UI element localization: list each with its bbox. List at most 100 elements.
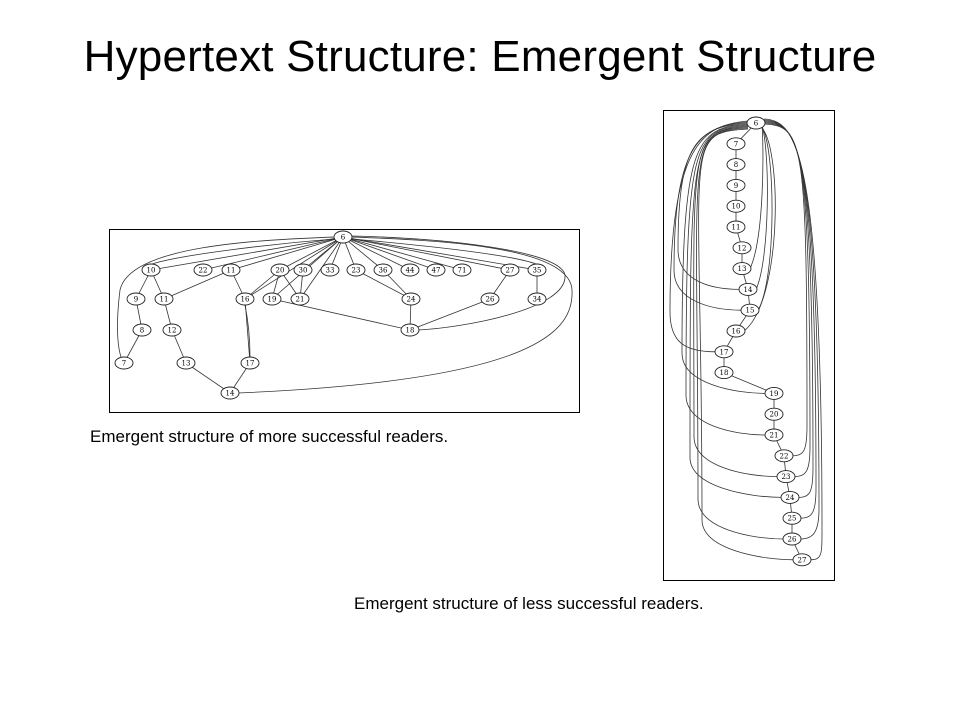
left-graph-edge (244, 298, 251, 364)
right-graph-node-label: 7 (734, 140, 738, 148)
left-graph-node: 16 (235, 292, 255, 306)
left-graph-node: 17 (240, 356, 260, 370)
right-graph-node: 19 (764, 386, 784, 400)
left-graph-node: 13 (176, 356, 196, 370)
left-graph-node-label: 11 (160, 296, 169, 304)
left-graph-node: 36 (373, 263, 393, 277)
left-graph-edge (150, 236, 344, 271)
left-graph-node: 7 (114, 356, 134, 370)
left-graph-node: 33 (320, 263, 340, 277)
right-graph-node-label: 19 (770, 390, 779, 398)
right-graph-node-label: 18 (720, 369, 729, 377)
left-graph-edge (202, 236, 344, 271)
left-graph-edge-curve (237, 236, 573, 394)
right-graph-edge (723, 372, 775, 394)
right-graph-node: 8 (726, 158, 746, 172)
right-graph-node: 10 (726, 199, 746, 213)
right-graph-edge-curve (763, 123, 808, 457)
left-graph-edge (342, 236, 411, 271)
right-graph-node: 21 (764, 428, 784, 442)
right-graph-edge-curve (693, 126, 779, 477)
right-graph-node: 13 (732, 262, 752, 276)
left-graph-node-label: 7 (122, 360, 126, 368)
left-graph-edge (409, 298, 491, 331)
right-graph-node-label: 27 (798, 556, 807, 564)
left-graph-node: 24 (401, 292, 421, 306)
left-graph-node: 21 (290, 292, 310, 306)
left-graph-edge (355, 269, 412, 300)
left-graph-node-label: 71 (458, 267, 467, 275)
right-graph-edge-curve (696, 127, 785, 540)
left-graph-node: 71 (452, 263, 472, 277)
left-graph-node: 23 (346, 263, 366, 277)
right-graph-node: 12 (732, 241, 752, 255)
right-graph-edge-curve (757, 126, 773, 311)
right-graph-edge-curve (698, 128, 795, 561)
left-graph-node: 9 (126, 292, 146, 306)
left-graph-node-label: 17 (246, 360, 255, 368)
left-graph-node: 19 (262, 292, 282, 306)
left-graph-node: 18 (400, 323, 420, 337)
right-graph-node-label: 26 (788, 536, 797, 544)
left-graph-edge (271, 298, 411, 331)
left-graph-node-label: 27 (506, 267, 515, 275)
right-graph-node-label: 16 (732, 328, 741, 336)
right-graph-node: 7 (726, 137, 746, 151)
left-graph-node-label: 20 (276, 267, 285, 275)
left-graph-node-label: 9 (134, 296, 138, 304)
left-graph-edge-curve (351, 238, 537, 265)
left-graph-node-label: 11 (227, 267, 236, 275)
right-graph-node: 14 (738, 282, 758, 296)
right-graph-node-label: 23 (782, 473, 791, 481)
left-graph-node-label: 26 (486, 296, 495, 304)
less-successful-caption: Emergent structure of less successful re… (354, 594, 704, 613)
left-graph-edge-curve (151, 238, 335, 265)
right-graph-node: 17 (714, 345, 734, 359)
left-graph-node-label: 19 (268, 296, 277, 304)
right-graph-node: 15 (740, 303, 760, 317)
left-graph-edge (342, 236, 384, 271)
right-graph-edge-curve (755, 125, 768, 290)
left-graph-node-label: 12 (168, 327, 177, 335)
left-graph-edge (342, 236, 463, 271)
right-graph-edge-curve (677, 122, 749, 290)
left-graph-node: 14 (220, 386, 240, 400)
left-graph-node-label: 8 (140, 327, 144, 335)
left-graph-edge (279, 236, 344, 271)
right-graph-node-label: 8 (734, 161, 738, 169)
left-graph-node: 11 (154, 292, 174, 306)
left-graph-node: 10 (141, 263, 161, 277)
left-graph-node-label: 34 (533, 296, 542, 304)
right-graph-edge-curve (749, 124, 764, 269)
right-graph-node-label: 14 (744, 286, 753, 294)
left-graph-node-label: 10 (147, 267, 156, 275)
left-graph-node-label: 14 (226, 390, 235, 398)
right-graph-node-label: 22 (780, 452, 789, 460)
left-graph-node-label: 21 (296, 296, 305, 304)
left-graph-node-label: 23 (352, 267, 361, 275)
right-graph-node-label: 12 (738, 244, 747, 252)
left-graph-node-label: 24 (407, 296, 416, 304)
right-graph-node-label: 13 (738, 265, 747, 273)
right-graph-node-label: 11 (732, 224, 741, 232)
right-graph-node: 23 (776, 470, 796, 484)
left-graph-node: 26 (480, 292, 500, 306)
left-graph-node-label: 30 (299, 267, 308, 275)
left-graph-node: 11 (221, 263, 241, 277)
left-graph-edge (342, 236, 437, 271)
left-graph-edges (117, 235, 573, 394)
right-graph-node-label: 6 (754, 120, 759, 128)
left-graph-node-label: 35 (533, 267, 542, 275)
right-graph-node: 20 (764, 407, 784, 421)
right-graph-node-label: 21 (770, 432, 779, 440)
right-graph-node-label: 17 (720, 348, 729, 356)
left-graph-edge (342, 236, 538, 271)
right-graph-node: 24 (780, 490, 800, 504)
right-graph-node: 9 (726, 178, 746, 192)
right-graph-node: 22 (774, 449, 794, 463)
left-graph-node: 22 (193, 263, 213, 277)
right-graph-edge-curve (685, 124, 767, 436)
right-graph-node: 18 (714, 366, 734, 380)
right-graph-node: 27 (792, 553, 812, 567)
